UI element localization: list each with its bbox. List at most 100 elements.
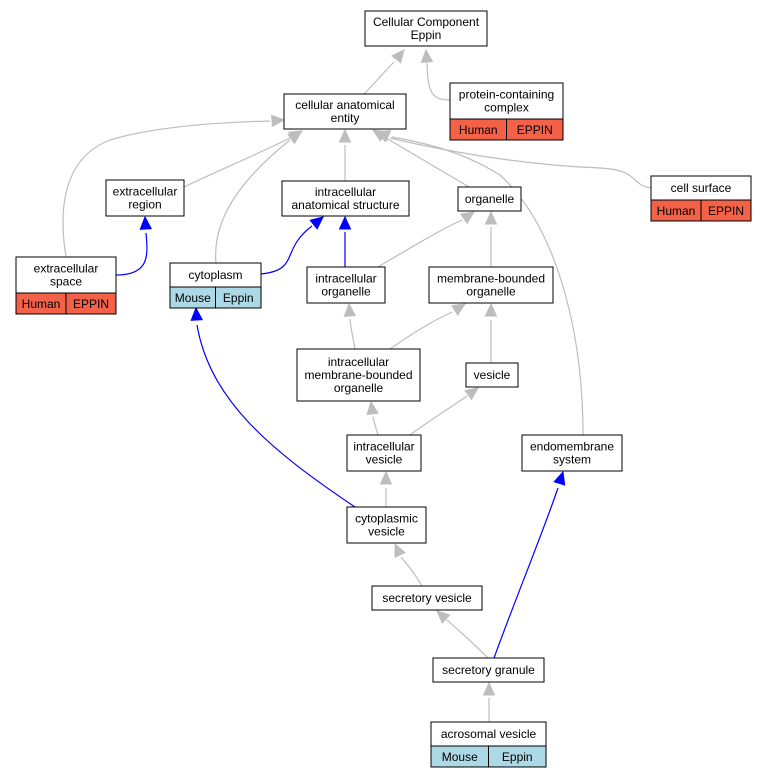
edge-arrowhead — [309, 216, 324, 230]
organism-tag: Mouse — [175, 291, 211, 305]
edge-line — [215, 139, 291, 264]
edge-arrowhead — [338, 128, 352, 143]
node-label-line: organelle — [465, 192, 515, 206]
edge-cytoplasm-to-intracellular-anat-structure — [260, 216, 324, 275]
node-box — [371, 585, 483, 611]
gene-tag-cell — [700, 199, 752, 222]
edge-cytoplasm-to-anat-entity — [215, 131, 302, 264]
node-box — [306, 266, 386, 304]
node-label-line: secretory granule — [442, 663, 535, 677]
edge-arrowhead — [451, 303, 467, 316]
edge-line — [372, 416, 379, 436]
node-box — [432, 657, 545, 683]
node-label-line: Cellular Component — [373, 15, 480, 29]
node-label-line: complex — [484, 101, 529, 115]
edge-anat-entity-to-root — [363, 49, 405, 95]
gene-tag-cell — [215, 286, 262, 309]
edge-intracellular-mb-organelle-to-membrane-bounded-organelle — [389, 303, 467, 350]
edge-arrowhead — [460, 211, 475, 225]
edge-line — [409, 395, 468, 436]
edge-arrowhead — [139, 215, 153, 230]
gene-tag: EPPIN — [517, 123, 553, 137]
node-label-line: extracellular — [113, 185, 178, 199]
node-vesicle[interactable]: vesicle — [465, 362, 519, 388]
edge-line — [260, 225, 313, 275]
edge-intracellular-vesicle-to-vesicle — [409, 387, 479, 436]
gene-tag-cell — [488, 745, 547, 768]
edge-membrane-bounded-organelle-to-organelle — [484, 210, 498, 267]
node-label-line: vesicle — [368, 525, 405, 539]
organism-tag: Human — [22, 297, 61, 311]
gene-tag-cell — [506, 118, 564, 141]
edge-arrowhead — [366, 400, 379, 416]
edge-arrowhead — [391, 49, 405, 64]
organism-tag: Mouse — [442, 750, 478, 764]
node-label-line: endomembrane — [530, 440, 614, 454]
node-secretory-vesicle[interactable]: secretory vesicle — [371, 585, 483, 611]
edge-protein-complex-to-root — [420, 48, 451, 101]
node-box — [296, 348, 421, 402]
edge-arrowhead — [420, 48, 434, 63]
node-label-line: secretory vesicle — [382, 591, 472, 605]
node-label-line: protein-containing — [459, 88, 554, 102]
edge-arrowhead — [287, 131, 302, 145]
node-label-line: intracellular — [315, 185, 376, 199]
node-label-line: intracellular — [315, 272, 376, 286]
node-box — [521, 434, 623, 472]
edge-line — [493, 487, 559, 659]
edge-line — [446, 619, 489, 659]
edge-arrowhead — [482, 681, 496, 696]
edge-line — [385, 137, 470, 188]
node-label-line: intracellular — [328, 355, 389, 369]
node-label-line: system — [553, 453, 591, 467]
node-secretory-granule[interactable]: secretory granule — [432, 657, 545, 683]
node-box — [283, 93, 407, 130]
edge-extracellular-space-to-anat-entity — [62, 114, 286, 258]
node-label-line: organelle — [334, 381, 384, 395]
edge-secretory-granule-to-endomembrane-system — [493, 470, 566, 659]
edge-vesicle-to-membrane-bounded-organelle — [484, 302, 498, 363]
node-label-line: cytoplasmic — [355, 512, 418, 526]
node-label-line: cellular anatomical — [295, 98, 394, 112]
edge-arrowhead — [484, 210, 498, 225]
node-label-line: membrane-bounded — [304, 368, 412, 382]
node-label-line: entity — [331, 111, 360, 125]
node-organelle[interactable]: organelle — [457, 186, 522, 212]
edge-extracellular-space-to-extracellular-region — [115, 215, 153, 276]
edge-line — [349, 318, 356, 350]
edge-line — [389, 311, 453, 350]
node-label-line: region — [128, 198, 161, 212]
edge-arrowhead — [343, 302, 357, 317]
node-label-line: intracellular — [353, 440, 414, 454]
node-label-line: vesicle — [474, 368, 511, 382]
edge-line — [377, 219, 463, 268]
edge-arrowhead — [436, 610, 451, 625]
edge-arrowhead — [190, 306, 204, 321]
edge-secretory-granule-to-secretory-vesicle — [436, 610, 489, 659]
node-box — [428, 266, 554, 304]
nodes-layer: Cellular ComponentEppinprotein-containin… — [15, 10, 752, 768]
node-box — [364, 10, 488, 47]
organism-tag: Human — [459, 123, 498, 137]
edge-arrowhead — [394, 542, 406, 558]
edge-line — [400, 556, 423, 587]
gene-tag: Eppin — [502, 750, 533, 764]
edge-arrowhead — [464, 387, 479, 401]
edge-line — [389, 137, 652, 189]
